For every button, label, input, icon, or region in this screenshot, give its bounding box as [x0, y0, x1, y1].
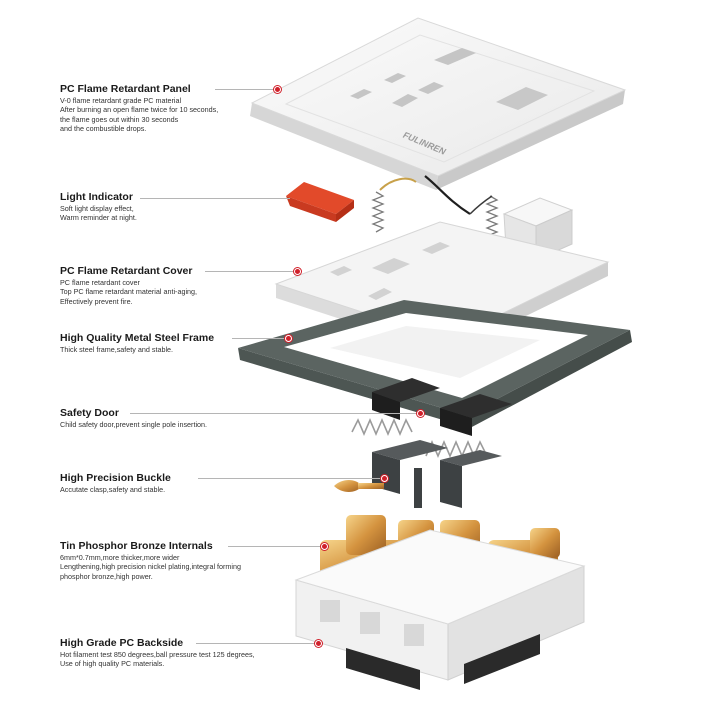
buckle-part [372, 440, 502, 508]
label-pc-flame-retardant-panel: PC Flame Retardant Panel V-0 flame retar… [60, 83, 300, 134]
label-desc-line: Soft light display effect, [60, 204, 134, 213]
callout-dot [315, 640, 322, 647]
panel-part: FULINREN [250, 17, 627, 190]
label-title: High Quality Metal Steel Frame [60, 332, 215, 344]
label-desc-line: After burning an open flame twice for 10… [60, 105, 219, 115]
backside-part [294, 529, 586, 690]
label-desc-line: Lengthening,high precision nickel platin… [60, 562, 242, 572]
leader-line [196, 643, 318, 644]
leader-line [228, 546, 324, 547]
leader-line [130, 413, 420, 414]
label-safety-door: Safety Door Child safety door,prevent si… [60, 407, 300, 429]
label-desc-line: PC flame retardant cover [60, 278, 140, 287]
label-desc-line: and the combustible drops. [60, 124, 147, 134]
callout-dot [285, 335, 292, 342]
callout-dot [381, 475, 388, 482]
label-title: High Precision Buckle [60, 472, 171, 484]
safety-door-part [351, 378, 512, 459]
label-tin-phosphor-bronze: Tin Phosphor Bronze Internals 6mm*0.7mm,… [60, 540, 300, 581]
leader-line [198, 478, 384, 479]
spring-wires [371, 175, 499, 245]
label-desc-line: Effectively prevent fire. [60, 296, 133, 306]
leader-line [215, 89, 277, 90]
label-title: Tin Phosphor Bronze Internals [60, 540, 213, 552]
label-desc-line: 6mm*0.7mm,more thicker,more wider [60, 553, 180, 562]
label-desc-line: the flame goes out within 30 seconds [60, 114, 179, 124]
label-high-precision-buckle: High Precision Buckle Accutate clasp,saf… [60, 472, 300, 494]
label-desc-line: V-0 flame retardant grade PC material [60, 96, 182, 105]
label-desc-line: Child safety door,prevent single pole in… [60, 420, 208, 429]
label-title: High Grade PC Backside [60, 637, 184, 649]
label-pc-flame-retardant-cover: PC Flame Retardant Cover PC flame retard… [60, 265, 300, 306]
label-title: Light Indicator [60, 191, 133, 203]
label-metal-steel-frame: High Quality Metal Steel Frame Thick ste… [60, 332, 300, 354]
switch-rocker [502, 197, 574, 261]
label-desc-line: phosphor bronze,high power. [60, 571, 153, 581]
leader-line [140, 198, 290, 199]
label-title: PC Flame Retardant Cover [60, 265, 193, 277]
label-pc-backside: High Grade PC Backside Hot filament test… [60, 637, 300, 669]
label-desc-line: Accutate clasp,safety and stable. [60, 485, 166, 494]
leader-line [232, 338, 288, 339]
label-desc-line: Use of high quality PC materials. [60, 659, 165, 669]
callout-dot [294, 268, 301, 275]
leader-line [205, 271, 297, 272]
label-light-indicator: Light Indicator Soft light display effec… [60, 191, 300, 223]
label-desc-line: Warm reminder at night. [60, 213, 137, 223]
callout-dot [321, 543, 328, 550]
label-desc-line: Top PC flame retardant material anti-agi… [60, 287, 198, 297]
label-desc-line: Hot filament test 850 degrees,ball press… [60, 650, 255, 659]
light-indicator-part [286, 182, 354, 222]
label-desc-line: Thick steel frame,safety and stable. [60, 345, 174, 354]
callout-dot [417, 410, 424, 417]
label-title: PC Flame Retardant Panel [60, 83, 191, 95]
callout-dot [274, 86, 281, 93]
label-title: Safety Door [60, 407, 119, 419]
